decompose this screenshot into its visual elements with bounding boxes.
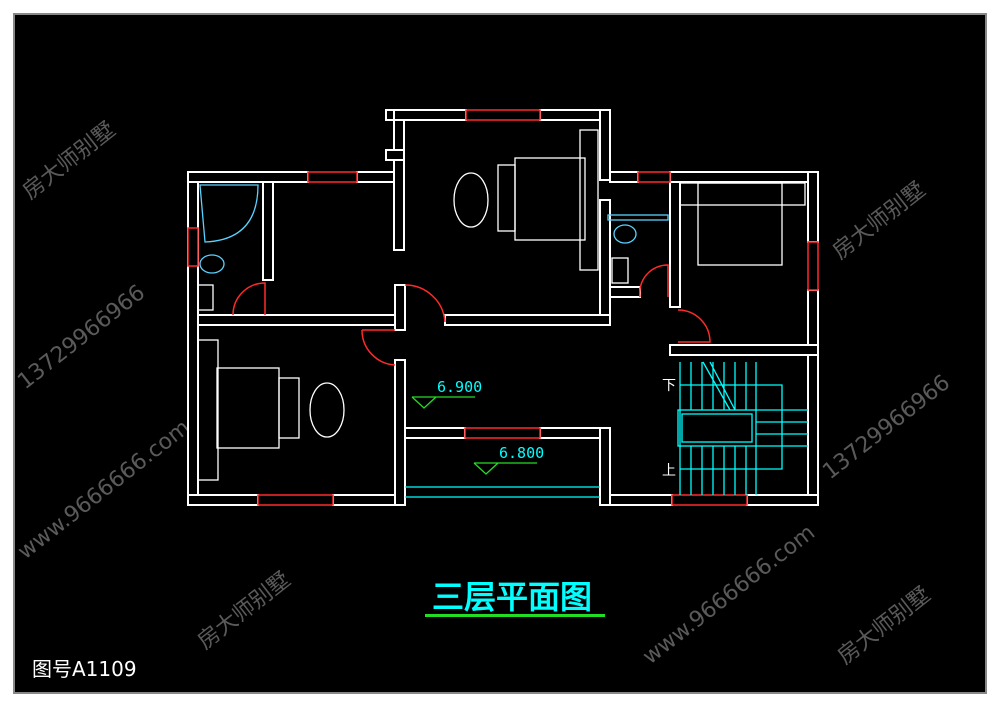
drawing-title: 三层平面图 — [432, 578, 592, 616]
doors — [232, 264, 711, 366]
staircase — [677, 361, 808, 495]
windows — [187, 109, 819, 506]
level-label: 6.800 — [499, 444, 544, 462]
stair-down-label: 下 — [662, 378, 676, 394]
drawing-number: 图号A1109 — [32, 657, 137, 681]
level-mark-2: 6.800 — [473, 444, 544, 475]
drawing-canvas — [13, 13, 987, 694]
furniture — [197, 129, 806, 481]
level-mark-1: 6.900 — [411, 378, 482, 409]
level-label: 6.900 — [437, 378, 482, 396]
balcony — [405, 486, 600, 498]
stair-up-label: 上 — [662, 463, 676, 479]
title-underline — [425, 614, 605, 617]
